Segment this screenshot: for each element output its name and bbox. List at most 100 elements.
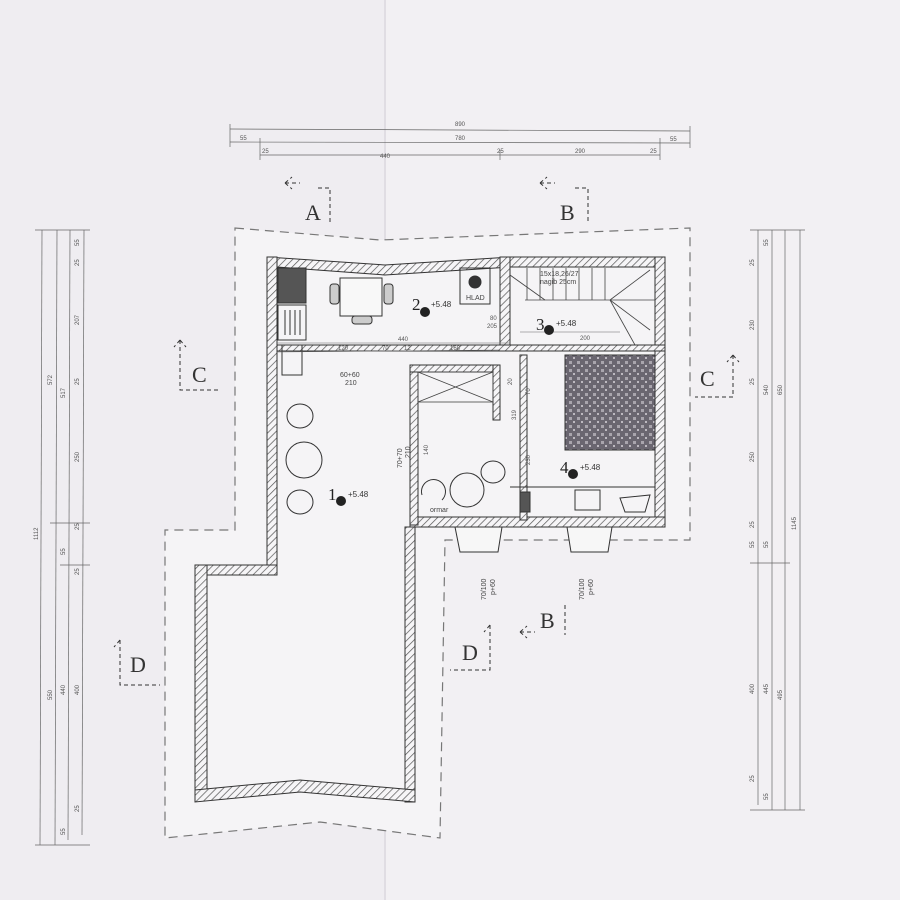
svg-text:55: 55 bbox=[75, 239, 81, 246]
svg-text:+5.48: +5.48 bbox=[580, 463, 601, 472]
room-1-label: 1 +5.48 bbox=[328, 485, 369, 506]
room-3-label: 3 +5.48 bbox=[536, 315, 577, 335]
svg-text:25: 25 bbox=[750, 259, 756, 266]
room-2-label: 2 +5.48 bbox=[412, 295, 452, 317]
window-1-parapet: p+60 bbox=[490, 579, 497, 595]
interior-dimension-lines bbox=[276, 331, 620, 353]
section-b-top-label: B bbox=[560, 200, 575, 225]
svg-text:207: 207 bbox=[75, 314, 81, 325]
svg-text:400: 400 bbox=[750, 683, 756, 694]
svg-text:250: 250 bbox=[75, 451, 81, 462]
staircase bbox=[509, 268, 655, 346]
bedroom-furniture bbox=[421, 460, 655, 513]
walls bbox=[194, 256, 666, 803]
dim-top-span-left: 440 bbox=[380, 154, 391, 160]
tv-icon bbox=[519, 491, 531, 513]
svg-text:550: 550 bbox=[48, 689, 54, 700]
svg-text:55: 55 bbox=[61, 548, 67, 555]
svg-text:25: 25 bbox=[750, 521, 756, 528]
storage-closet bbox=[417, 371, 494, 403]
svg-text:572: 572 bbox=[48, 374, 54, 385]
svg-text:650: 650 bbox=[778, 384, 784, 395]
svg-text:+5.48: +5.48 bbox=[431, 300, 452, 309]
dim-v5: 230 bbox=[526, 454, 532, 465]
svg-text:3: 3 bbox=[536, 315, 545, 334]
right-dimension-chain bbox=[750, 229, 805, 811]
left-dimension-chain bbox=[35, 229, 90, 846]
section-d-right-label: D bbox=[462, 640, 478, 665]
svg-text:4: 4 bbox=[560, 458, 569, 477]
section-b-bottom-label: B bbox=[540, 608, 555, 633]
dim-top-right-offset: 55 bbox=[670, 137, 677, 143]
svg-text:1: 1 bbox=[328, 485, 337, 504]
dim-v1: 20 bbox=[508, 378, 514, 385]
washbasin-icon bbox=[619, 494, 651, 513]
chair-icon bbox=[329, 283, 340, 305]
dim-top-total: 890 bbox=[455, 122, 466, 128]
svg-text:25: 25 bbox=[750, 378, 756, 385]
svg-text:445: 445 bbox=[764, 683, 770, 694]
windows bbox=[454, 526, 613, 553]
cabinet-icon bbox=[281, 344, 303, 376]
dim-hall-b: 70 bbox=[382, 346, 389, 352]
svg-text:440: 440 bbox=[61, 684, 67, 695]
window-1 bbox=[454, 526, 503, 553]
armchair-icon bbox=[421, 479, 446, 501]
svg-text:517: 517 bbox=[61, 387, 67, 398]
fridge-icon bbox=[459, 267, 491, 305]
door-kitchen-height: 210 bbox=[345, 380, 357, 387]
dim-v4: 319 bbox=[512, 409, 518, 420]
room-4-label: 4 +5.48 bbox=[560, 458, 601, 479]
svg-text:495: 495 bbox=[778, 689, 784, 700]
chair-icon bbox=[383, 283, 394, 305]
window-2-size: 70/100 bbox=[579, 578, 586, 600]
fridge-label: HLAD bbox=[466, 295, 485, 302]
chair-icon bbox=[351, 315, 373, 325]
svg-text:25: 25 bbox=[75, 805, 81, 812]
svg-text:25: 25 bbox=[75, 523, 81, 530]
window-1-size: 70/100 bbox=[481, 578, 488, 600]
roof-outline bbox=[164, 227, 691, 839]
dim-door-a: 80 bbox=[490, 316, 497, 322]
dim-hall-total: 440 bbox=[398, 337, 409, 343]
right-dimension-labels: 55 25 230 25 540 650 250 25 55 55 1145 4… bbox=[750, 239, 798, 800]
kitchen-fixtures bbox=[277, 267, 491, 376]
svg-text:2: 2 bbox=[412, 295, 421, 314]
dim-top-inner: 780 bbox=[455, 136, 466, 142]
svg-text:25: 25 bbox=[75, 259, 81, 266]
dim-top-left-offset: 55 bbox=[240, 136, 247, 142]
round-table-icon bbox=[285, 441, 323, 479]
svg-text:55: 55 bbox=[764, 239, 770, 246]
section-markers bbox=[113, 176, 740, 686]
svg-text:250: 250 bbox=[750, 451, 756, 462]
svg-text:55: 55 bbox=[764, 793, 770, 800]
svg-text:55: 55 bbox=[764, 541, 770, 548]
dining-table bbox=[339, 277, 383, 317]
dim-v2: 70 bbox=[526, 388, 532, 395]
svg-text:25: 25 bbox=[750, 775, 756, 782]
toilet-icon bbox=[574, 489, 601, 511]
living-furniture bbox=[285, 403, 323, 515]
stair-label: 15x18,26/27 bbox=[540, 271, 579, 278]
window-2-parapet: p+60 bbox=[588, 579, 595, 595]
sink-icon bbox=[277, 304, 307, 341]
armchair-icon bbox=[480, 460, 506, 484]
left-dimension-labels: 1112 572 517 55 25 207 25 250 25 55 25 5… bbox=[34, 239, 81, 835]
section-a-label: A bbox=[305, 200, 321, 225]
window-2 bbox=[566, 526, 613, 553]
shelf-label: ormar bbox=[430, 507, 449, 514]
chair-icon bbox=[286, 403, 314, 429]
dim-hall-c: 12 bbox=[404, 346, 411, 352]
svg-text:+5.48: +5.48 bbox=[348, 490, 369, 499]
dim-top-wall-mid: 25 bbox=[497, 149, 504, 155]
door-kitchen-size: 60+60 bbox=[340, 372, 360, 379]
section-c-right-label: C bbox=[700, 366, 715, 391]
svg-text:230: 230 bbox=[750, 319, 756, 330]
svg-text:55: 55 bbox=[750, 541, 756, 548]
svg-text:400: 400 bbox=[75, 684, 81, 695]
dim-hall-a: 120 bbox=[338, 346, 349, 352]
dim-top-wall-right: 25 bbox=[650, 149, 657, 155]
dim-top-wall-left: 25 bbox=[262, 149, 269, 155]
dim-hall-d: 168 bbox=[450, 346, 461, 352]
